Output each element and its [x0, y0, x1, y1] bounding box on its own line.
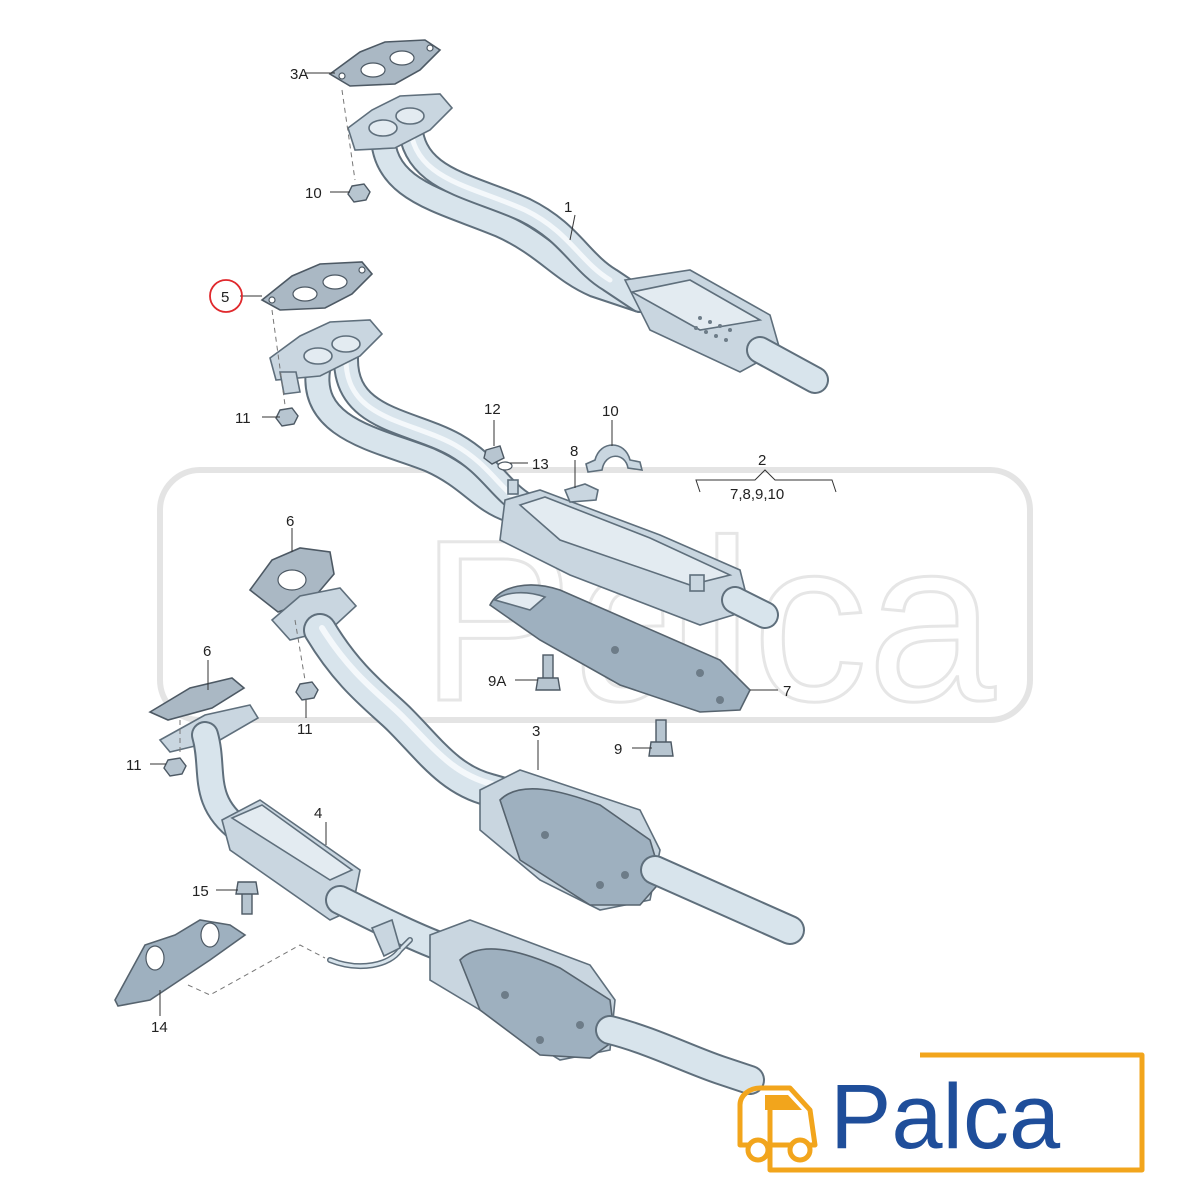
- gasket-4: [328, 39, 442, 87]
- callout-3: 3: [532, 723, 540, 740]
- callout-7: 7: [783, 683, 791, 700]
- catalyst-3: [479, 769, 805, 945]
- gasket-5: [260, 261, 374, 311]
- bolt-15: [235, 881, 259, 915]
- callout-labels: 3A 10 1 5 11 12 13 8 10 2 7,8,9,10 6 6 7…: [126, 66, 791, 1036]
- callout-6-upper: 6: [286, 513, 294, 530]
- callout-2-subparts: 7,8,9,10: [730, 486, 784, 503]
- callout-9A: 9A: [488, 673, 506, 690]
- nut-11-upper: [347, 183, 371, 203]
- callout-5: 5: [221, 289, 229, 306]
- front-pipe-1: [369, 107, 653, 313]
- catalyst-2: [499, 479, 779, 629]
- nut-11-right: [295, 681, 319, 701]
- highlight-circle: [209, 279, 243, 313]
- palca-logo: Palca: [737, 1052, 1145, 1173]
- callout-14: 14: [151, 1019, 168, 1036]
- callout-2: 2: [758, 452, 766, 469]
- catalyst-3A: [429, 919, 765, 1095]
- callout-11-upper: 10: [305, 185, 322, 202]
- bolt-9A: [535, 654, 561, 691]
- flange-2: [269, 319, 384, 395]
- callout-4: 3A: [290, 66, 308, 83]
- front-pipe-3A: [158, 704, 465, 965]
- bracket-8: [563, 483, 599, 503]
- callout-6-lower: 6: [203, 643, 211, 660]
- callout-1: 1: [564, 199, 572, 216]
- gasket-6-lower: [148, 677, 246, 721]
- callout-13: 13: [532, 456, 549, 473]
- callout-11-middle: 11: [235, 410, 251, 427]
- bracket-14: [114, 919, 247, 1007]
- bolt-9: [648, 719, 674, 757]
- catalyst-1: [623, 269, 829, 394]
- callout-11-lower: 11: [126, 757, 142, 774]
- logo-text: Palca: [830, 1066, 1061, 1168]
- callout-8: 8: [570, 443, 578, 460]
- callout-3A: 4: [314, 805, 322, 822]
- callout-12: 12: [484, 401, 501, 418]
- front-pipe-3: [270, 587, 577, 827]
- heat-shield-7: [488, 584, 751, 713]
- leader-lines: [150, 72, 837, 1016]
- clamp-10: [585, 444, 644, 473]
- sensor-tube: [327, 918, 413, 969]
- washer-13: [497, 461, 513, 471]
- nut-11-lower: [163, 757, 187, 777]
- callout-15: 15: [192, 883, 209, 900]
- callout-9: 9: [614, 741, 622, 758]
- nut-12: [483, 445, 505, 465]
- callout-11-right: 11: [297, 721, 313, 738]
- truck-icon: [737, 1085, 818, 1163]
- flange-1: [347, 93, 454, 151]
- callout-10: 10: [602, 403, 619, 420]
- front-pipe-2: [304, 345, 573, 543]
- nut-11-middle: [275, 407, 299, 427]
